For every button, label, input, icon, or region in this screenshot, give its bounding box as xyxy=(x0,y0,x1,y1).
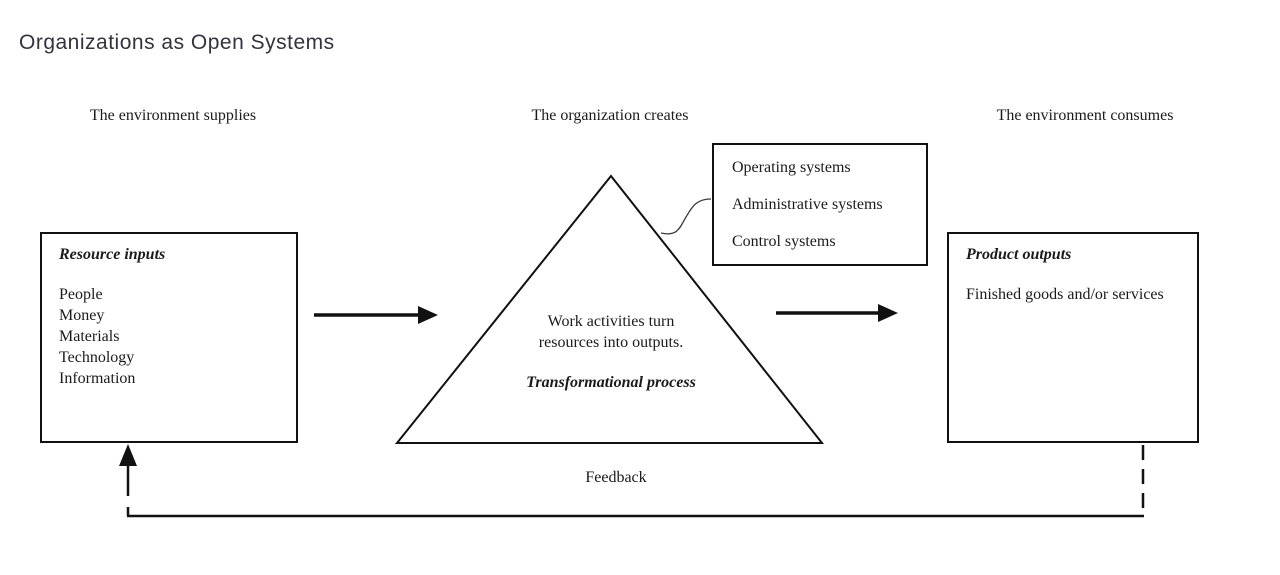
list-item: Money xyxy=(59,307,105,324)
systems-connector-squiggle xyxy=(660,198,712,235)
input-arrow-head xyxy=(418,306,438,324)
triangle-caption: Transformational process xyxy=(526,374,696,391)
feedback-arrow-head xyxy=(119,444,137,466)
list-item: Information xyxy=(59,370,136,387)
list-item: Control systems xyxy=(732,232,836,250)
list-item: Materials xyxy=(59,328,120,345)
page-title: Organizations as Open Systems xyxy=(19,31,335,54)
product-outputs-body: Finished goods and/or services xyxy=(966,286,1164,303)
triangle-text-line2: resources into outputs. xyxy=(538,334,684,351)
column-header-environment-supplies: The environment supplies xyxy=(89,107,257,124)
feedback-label: Feedback xyxy=(585,469,647,486)
resource-inputs-title: Resource inputs xyxy=(59,246,166,263)
output-arrow-head xyxy=(878,304,898,322)
resource-inputs-box: Resource inputs People Money Materials T… xyxy=(40,232,298,443)
column-header-environment-consumes: The environment consumes xyxy=(996,107,1174,124)
systems-box: Operating systems Administrative systems… xyxy=(712,143,928,266)
triangle-text-line1: Work activities turn xyxy=(547,313,675,330)
column-header-organization-creates: The organization creates xyxy=(531,107,689,124)
list-item: Administrative systems xyxy=(732,195,883,213)
list-item: People xyxy=(59,286,103,303)
list-item: Technology xyxy=(59,349,135,366)
list-item: Operating systems xyxy=(732,158,851,176)
product-outputs-title: Product outputs xyxy=(966,246,1072,263)
triangle-shape xyxy=(394,174,825,444)
resource-inputs-list: People Money Materials Technology Inform… xyxy=(59,284,282,389)
product-outputs-box: Product outputs Finished goods and/or se… xyxy=(947,232,1199,443)
